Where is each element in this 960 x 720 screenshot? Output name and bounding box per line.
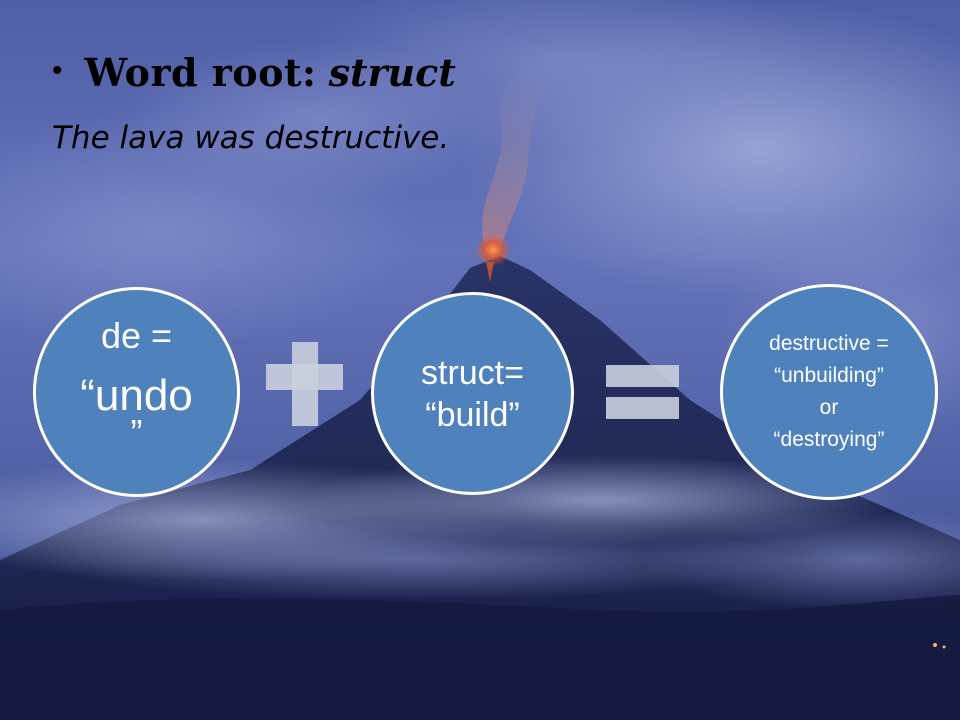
prefix-line-1: de =: [100, 315, 173, 356]
title-label: Word root:: [84, 50, 317, 95]
root-line-1: struct=: [421, 353, 524, 392]
prefix-line-2: “undo: [80, 371, 193, 420]
prefix-line-3: ”: [130, 412, 143, 453]
example-sentence: The lava was destructive.: [52, 120, 450, 156]
root-line-2: “build”: [425, 395, 520, 434]
result-line-3: or: [819, 396, 839, 419]
bullet-point: •: [52, 54, 63, 87]
result-line-4: “destroying”: [773, 428, 885, 451]
root-circle: struct= “build”: [371, 292, 574, 495]
prefix-circle: de = “undo ”: [33, 287, 240, 497]
result-line-2: “unbuilding”: [774, 364, 884, 387]
result-circle: destructive = “unbuilding” or “destroyin…: [720, 284, 938, 500]
result-line-1: destructive =: [769, 332, 889, 355]
title-root-word: struct: [328, 50, 456, 95]
slide-title: • Word root: struct: [52, 50, 456, 95]
